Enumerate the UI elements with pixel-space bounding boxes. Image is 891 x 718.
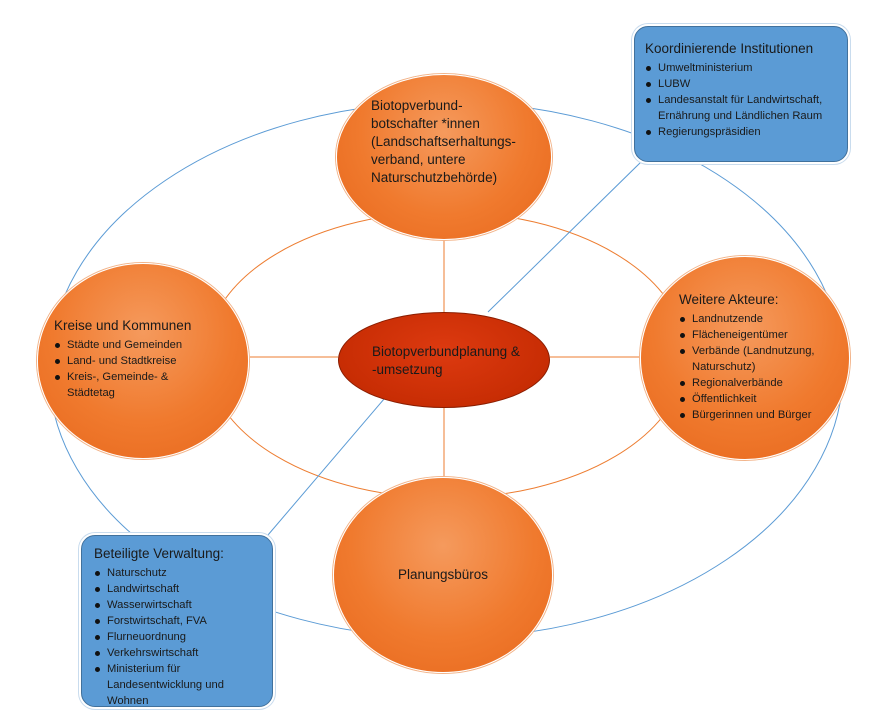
list-item: Flächeneigentümer — [679, 327, 849, 343]
coordinating-institutions-box: Koordinierende Institutionen Umweltminis… — [634, 26, 848, 162]
list-item: Städte und Gemeinden — [54, 337, 248, 353]
list-item: Kreis-, Gemeinde- & Städtetag — [54, 369, 248, 401]
bullet-icon — [680, 316, 685, 322]
bullet-icon — [646, 129, 651, 135]
bullet-icon — [95, 650, 100, 656]
list-item: Ministerium für Landesentwicklung und Wo… — [94, 661, 272, 709]
participating-administration-box: Beteiligte Verwaltung: Naturschutz Landw… — [81, 535, 273, 707]
list-item: Flurneuordnung — [94, 629, 272, 645]
link-coordinating — [487, 160, 643, 313]
list-item: Regionalverbände — [679, 375, 849, 391]
bullet-icon — [646, 97, 651, 103]
districts-municipalities-list: Städte und Gemeinden Land- und Stadtkrei… — [54, 337, 248, 401]
list-item: Landesanstalt für Landwirtschaft, Ernähr… — [645, 92, 847, 124]
list-item: Öffentlichkeit — [679, 391, 849, 407]
list-item: Verkehrswirtschaft — [94, 645, 272, 661]
bullet-icon — [680, 380, 685, 386]
list-item: Landnutzende — [679, 311, 849, 327]
biotop-ambassadors-label: Biotopverbund- botschafter *innen (Lands… — [371, 98, 516, 185]
list-item: Forstwirtschaft, FVA — [94, 613, 272, 629]
biotop-planning-label: Biotopverbundplanung & -umsetzung — [372, 344, 520, 377]
list-item: Bürgerinnen und Bürger — [679, 407, 849, 423]
bullet-icon — [646, 81, 651, 87]
bullet-icon — [646, 65, 651, 71]
coordinating-institutions-title: Koordinierende Institutionen — [645, 41, 814, 56]
bullet-icon — [95, 666, 100, 672]
list-item: Naturschutz — [94, 565, 272, 581]
list-item: Land- und Stadtkreise — [54, 353, 248, 369]
bullet-icon — [95, 618, 100, 624]
bullet-icon — [55, 342, 60, 348]
biotop-ambassadors-circle: Biotopverbund- botschafter *innen (Lands… — [336, 74, 552, 240]
further-actors-circle: Weitere Akteure: Landnutzende Flächeneig… — [640, 256, 850, 460]
bullet-icon — [680, 412, 685, 418]
list-item: LUBW — [645, 76, 847, 92]
biotop-planning-center: Biotopverbundplanung & -umsetzung — [338, 312, 550, 408]
bullet-icon — [680, 396, 685, 402]
list-item: Regierungspräsidien — [645, 124, 847, 140]
bullet-icon — [55, 358, 60, 364]
coordinating-institutions-list: Umweltministerium LUBW Landesanstalt für… — [645, 60, 847, 140]
further-actors-list: Landnutzende Flächeneigentümer Verbände … — [679, 311, 849, 423]
further-actors-title: Weitere Akteure: — [679, 292, 779, 307]
bullet-icon — [680, 348, 685, 354]
bullet-icon — [95, 570, 100, 576]
bullet-icon — [680, 332, 685, 338]
planning-offices-label: Planungsbüros — [397, 567, 489, 582]
link-administration — [261, 384, 397, 543]
list-item: Umweltministerium — [645, 60, 847, 76]
list-item: Wasserwirtschaft — [94, 597, 272, 613]
planning-offices-circle: Planungsbüros — [333, 477, 553, 673]
bullet-icon — [95, 602, 100, 608]
bullet-icon — [95, 586, 100, 592]
districts-municipalities-title: Kreise und Kommunen — [54, 318, 192, 333]
participating-administration-list: Naturschutz Landwirtschaft Wasserwirtsch… — [94, 565, 272, 709]
list-item: Verbände (Landnutzung, Naturschutz) — [679, 343, 849, 375]
districts-municipalities-circle: Kreise und Kommunen Städte und Gemeinden… — [37, 263, 249, 459]
bullet-icon — [55, 374, 60, 380]
participating-administration-title: Beteiligte Verwaltung: — [94, 546, 224, 561]
bullet-icon — [95, 634, 100, 640]
list-item: Landwirtschaft — [94, 581, 272, 597]
